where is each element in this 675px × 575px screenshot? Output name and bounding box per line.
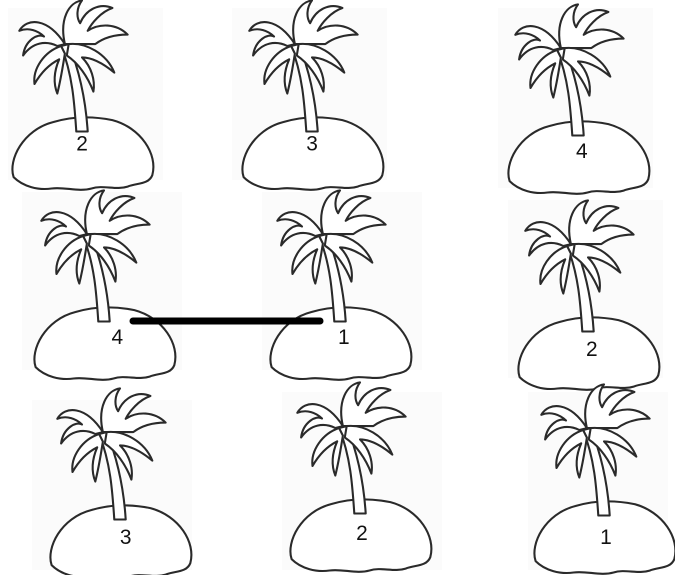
island-2-number: 3 xyxy=(306,132,318,155)
island-3-number: 4 xyxy=(576,140,588,163)
island-4-number: 4 xyxy=(111,326,123,349)
island-7-number: 3 xyxy=(120,526,132,549)
island-6-number: 2 xyxy=(586,338,598,361)
island-8-number: 2 xyxy=(356,522,368,545)
island-1-number: 2 xyxy=(76,132,88,155)
island-5-number: 1 xyxy=(338,326,350,349)
island-9-number: 1 xyxy=(600,526,612,549)
